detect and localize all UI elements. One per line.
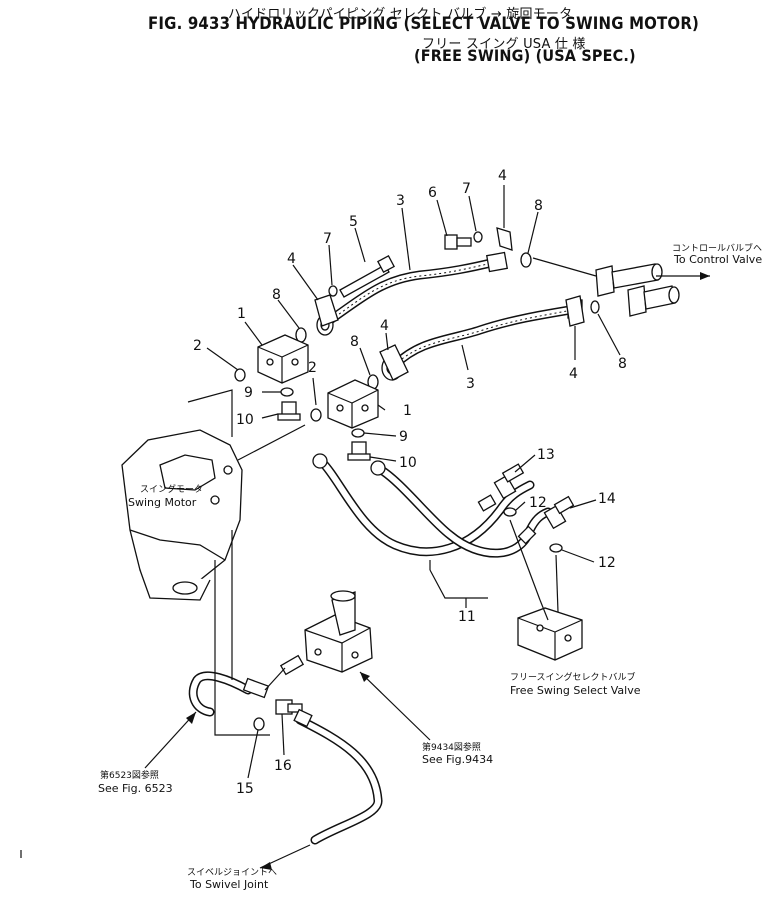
elbow-10b [347, 441, 371, 461]
callout-12b: 12 [598, 555, 616, 571]
washer-7b [473, 231, 483, 243]
callout-8d: 8 [618, 356, 627, 372]
bolt-6 [444, 234, 472, 250]
o-ring-8d [590, 300, 600, 314]
figure-subtitle: (FREE SWING) (USA SPEC.) [414, 46, 636, 65]
split-flange-4d [565, 295, 585, 327]
fig9434-jp-label: 第9434図参照 [422, 741, 481, 753]
swing-motor-label: Swing Motor [128, 496, 197, 509]
fig9434-label: See Fig.9434 [422, 753, 493, 766]
leader-fig9434 [359, 671, 431, 741]
fig6523-jp-label: 第6523図参照 [100, 769, 159, 781]
callout-11: 11 [458, 609, 476, 625]
washer-7a [328, 285, 338, 297]
swing-motor [121, 429, 243, 601]
title-japanese: ハイドロリックパイピング セレクト バルブ → 旋回モータ [228, 7, 573, 22]
callout-4c: 4 [380, 318, 389, 334]
control-valve-flanges [532, 257, 710, 317]
swivel-hose [293, 708, 383, 845]
callout-8b: 8 [534, 198, 543, 214]
o-ring-9a [280, 387, 294, 397]
free-swing-select-valve [509, 519, 583, 661]
o-ring-15 [253, 717, 265, 731]
callout-16: 16 [274, 758, 292, 774]
callout-1a: 1 [237, 306, 246, 322]
callout-9b: 9 [399, 429, 408, 445]
bolt-5 [339, 255, 395, 298]
callout-10b: 10 [399, 455, 417, 471]
split-flange-4b [496, 227, 513, 251]
split-flange-4c [379, 344, 409, 381]
select-valve-jp-label: フリースイングセレクトバルブ [510, 671, 636, 683]
callout-8c: 8 [350, 334, 359, 350]
subtitle-japanese: フリー スイング USA 仕 様 [422, 37, 586, 52]
o-ring-2b [310, 408, 322, 422]
o-ring-12a [503, 507, 517, 517]
motor-port-line-b [237, 424, 306, 461]
motor-port-line-a [187, 389, 233, 437]
callout-4a: 4 [287, 251, 296, 267]
return-hose [188, 654, 305, 717]
elbow-16 [275, 699, 303, 715]
o-ring-8b [520, 252, 532, 268]
callout-8a: 8 [272, 287, 281, 303]
callout-10a: 10 [236, 412, 254, 428]
callout-3a: 3 [396, 193, 405, 209]
callout-7b: 7 [462, 181, 471, 197]
block-1a [257, 334, 309, 384]
fig6523-label: See Fig. 6523 [98, 782, 173, 795]
control-valve-label: To Control Valve [673, 253, 762, 266]
callout-14: 14 [598, 491, 616, 507]
callout-9a: 9 [244, 385, 253, 401]
callout-13: 13 [537, 447, 555, 463]
lower-hose [381, 299, 583, 381]
callout-4b: 4 [498, 168, 507, 184]
swing-motor-jp-label: スイングモータ [140, 483, 203, 495]
elbow-10a [277, 401, 301, 421]
callout-2b: 2 [308, 360, 317, 376]
callout-2a: 2 [193, 338, 202, 354]
elbow-14 [543, 495, 575, 530]
callout-6: 6 [428, 185, 437, 201]
motor-lower-line [214, 560, 270, 736]
callout-leaders [206, 185, 621, 779]
leader-fig6523 [144, 711, 197, 769]
callout-3b: 3 [466, 376, 475, 392]
figure-title: FIG. 9433 HYDRAULIC PIPING (SELECT VALVE… [148, 14, 700, 34]
o-ring-12b [549, 543, 563, 553]
split-flange-4a [314, 294, 339, 327]
callout-5: 5 [349, 214, 358, 230]
callout-7a: 7 [323, 231, 332, 247]
callout-4d: 4 [569, 366, 578, 382]
block-1b [327, 379, 379, 429]
o-ring-2a [234, 368, 246, 382]
valve-fig-9434 [304, 590, 373, 673]
hoses-11 [312, 453, 553, 599]
callout-1b: 1 [403, 403, 412, 419]
control-valve-jp-label: コントロールバルブヘ [672, 242, 762, 254]
swivel-label: To Swivel Joint [189, 878, 269, 891]
select-valve-label: Free Swing Select Valve [510, 684, 641, 697]
o-ring-9b [351, 428, 365, 438]
swivel-jp-label: スイベルジョイントへ [187, 868, 277, 878]
callout-12a: 12 [529, 495, 547, 511]
callout-15: 15 [236, 781, 254, 797]
callout-numbers: 1 1 2 2 3 3 4 4 4 4 5 6 7 7 8 8 8 8 9 9 … [193, 168, 627, 797]
